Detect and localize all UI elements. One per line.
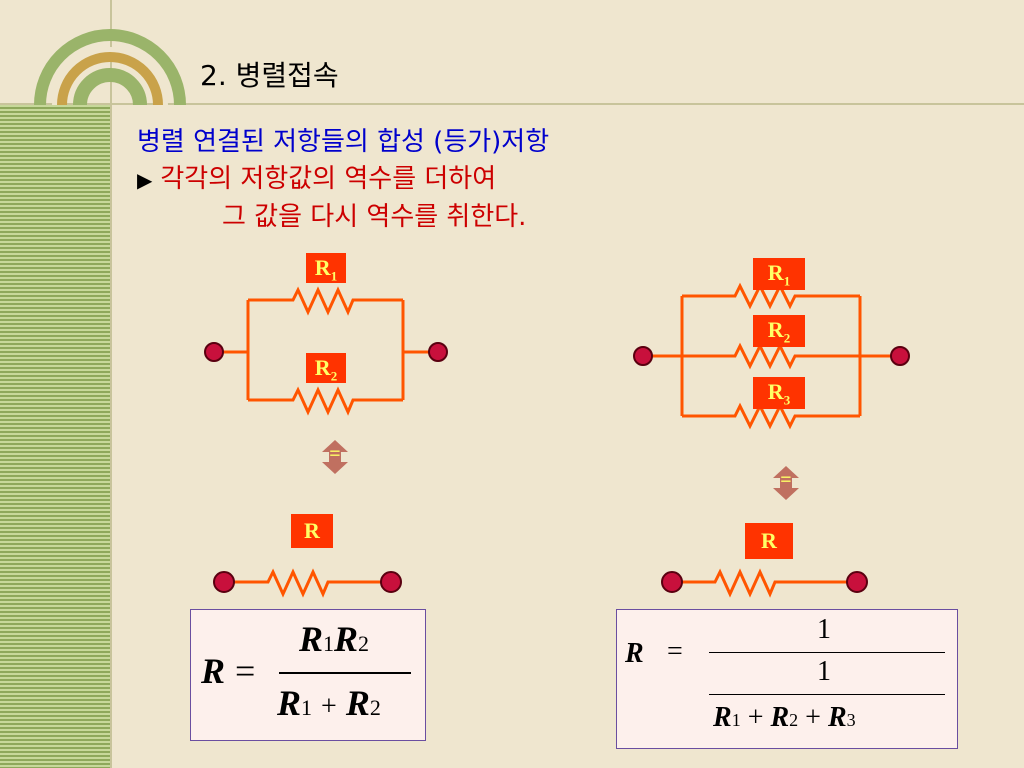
formula-denominator: R1 + R2	[277, 683, 381, 723]
formula-lhs: R	[625, 638, 644, 669]
fraction-bar	[279, 672, 411, 674]
outer-fraction-bar	[709, 652, 945, 653]
right-parallel-circuit	[648, 282, 893, 430]
vertical-divider	[110, 0, 112, 768]
formula-equals: =	[667, 636, 683, 667]
formula-two-resistors: R = R1R2 R1 + R2	[190, 609, 426, 741]
decor-arcs	[34, 29, 186, 106]
equivalent-resistors	[233, 568, 848, 598]
inner-numerator: 1	[817, 656, 831, 687]
left-decor-stripe	[0, 105, 110, 768]
rule-text-line2: 그 값을 다시 역수를 취한다.	[222, 202, 527, 232]
outer-numerator: 1	[817, 614, 831, 645]
equivalence-arrows	[322, 440, 799, 500]
definition-text: 병렬 연결된 저항들의 합성 (등가)저항	[137, 127, 550, 157]
inner-denominator: R1 + R2 + R3	[713, 702, 856, 733]
right-r3-label: R3	[753, 377, 805, 409]
horizontal-divider	[0, 103, 1024, 105]
rule-text-line1-content: 각각의 저항값의 역수를 더하여	[160, 164, 497, 194]
right-r2-label: R2	[753, 315, 805, 347]
slide-title: 2. 병렬접속	[200, 59, 339, 92]
right-r1-label: R1	[753, 258, 805, 290]
terminals	[204, 342, 910, 593]
formula-lhs: R	[201, 651, 226, 691]
formula-numerator: R1R2	[299, 619, 370, 659]
right-equivalent-label: R	[745, 523, 793, 559]
left-r2-label: R2	[306, 353, 346, 383]
formula-three-resistors: R = 1 1 R1 + R2 + R3	[616, 609, 958, 749]
rule-text-line1: ▶ 각각의 저항값의 역수를 더하여	[137, 158, 496, 195]
right-equals-sign: =	[780, 469, 792, 491]
left-r1-label: R1	[306, 253, 346, 283]
formula-equals: =	[235, 651, 256, 691]
bullet-icon: ▶	[137, 168, 153, 192]
left-parallel-circuit	[222, 286, 430, 416]
left-equivalent-label: R	[291, 514, 333, 548]
inner-fraction-bar	[709, 694, 945, 695]
left-equals-sign: =	[329, 443, 341, 465]
